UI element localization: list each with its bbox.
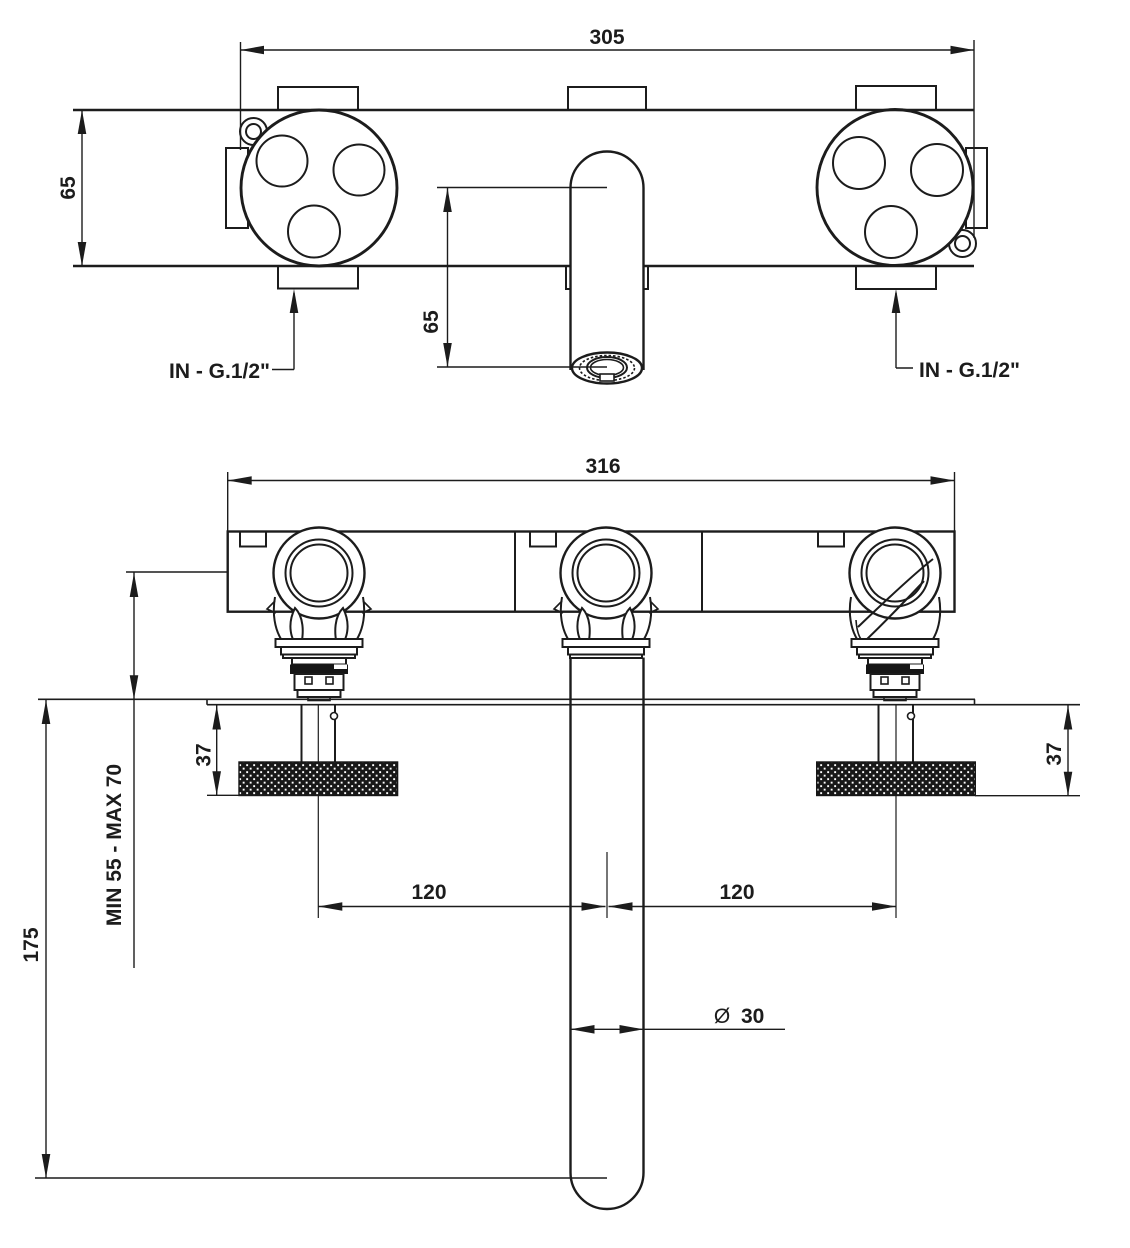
inlet-label-right: IN - G.1/2" bbox=[891, 289, 1020, 382]
knurled-knob-left bbox=[238, 761, 399, 797]
dim-mounting-depth: MIN 55 - MAX 70 bbox=[103, 571, 228, 968]
handle-right bbox=[816, 704, 977, 797]
front-view: 316 37 37 MIN 55 - MAX 70 175 bbox=[20, 455, 1080, 1211]
dim-label-120-left: 120 bbox=[411, 881, 446, 904]
dim-spacing-left: 120 bbox=[318, 881, 606, 911]
tab-bottom-center bbox=[565, 266, 649, 290]
dim-handle-depth-right: 37 bbox=[975, 704, 1080, 797]
dim-label-316: 316 bbox=[585, 455, 620, 478]
tab-bottom-right bbox=[855, 265, 937, 290]
top-view-body bbox=[73, 85, 988, 290]
wall-plate bbox=[38, 698, 1080, 706]
dim-label-37-left: 37 bbox=[193, 743, 216, 766]
set-screw-right bbox=[906, 711, 916, 721]
dim-label-120-right: 120 bbox=[719, 881, 754, 904]
front-view-body bbox=[38, 526, 1080, 1211]
diameter-symbol: Ø bbox=[714, 1005, 730, 1028]
dim-spacing-right: 120 bbox=[608, 881, 896, 911]
tab-top-center bbox=[567, 86, 647, 111]
handle-left bbox=[238, 704, 399, 797]
valve-left bbox=[265, 526, 373, 702]
axis-centerlines bbox=[317, 795, 897, 918]
dim-spout-reach: 65 bbox=[420, 186, 607, 368]
dim-spout-diameter: Ø 30 bbox=[570, 1005, 785, 1034]
inlet-right-text: IN - G.1/2" bbox=[919, 359, 1020, 382]
dim-overall-width-top: 305 bbox=[239, 26, 975, 238]
aerator bbox=[570, 351, 644, 385]
dim-label-min-max: MIN 55 - MAX 70 bbox=[103, 764, 126, 926]
dim-label-175: 175 bbox=[20, 927, 43, 962]
knurled-knob-right bbox=[816, 761, 977, 797]
tab-bottom-left bbox=[277, 265, 359, 290]
dim-wall-to-tip: 175 bbox=[20, 699, 607, 1179]
dim-handle-depth-left: 37 bbox=[193, 704, 322, 796]
dim-label-30: 30 bbox=[741, 1005, 764, 1028]
inlet-left-text: IN - G.1/2" bbox=[169, 360, 270, 383]
tab-top-right bbox=[855, 85, 937, 111]
valve-center bbox=[552, 526, 660, 659]
body-notches bbox=[239, 530, 845, 548]
rosette-holes bbox=[255, 134, 964, 259]
top-view-spout bbox=[569, 150, 645, 385]
dim-overall-width-front: 316 bbox=[227, 455, 956, 531]
dim-label-37-right: 37 bbox=[1043, 742, 1066, 765]
tab-top-left bbox=[277, 86, 359, 111]
spout-tube-front bbox=[569, 657, 645, 1211]
inlet-label-left: IN - G.1/2" bbox=[169, 289, 299, 383]
dim-label-65-left: 65 bbox=[57, 176, 80, 200]
dim-body-depth: 65 bbox=[57, 110, 87, 266]
body-outline-lines bbox=[73, 108, 974, 268]
dim-label-305: 305 bbox=[589, 26, 624, 49]
top-view: 305 65 65 IN - G.1/2" IN - G.1/2" bbox=[57, 26, 1020, 385]
body-seams bbox=[514, 531, 703, 612]
spout-tube-plan bbox=[569, 150, 645, 370]
ear-hole-right bbox=[954, 235, 971, 252]
dim-label-65-spout: 65 bbox=[420, 310, 443, 334]
ear-hole-left bbox=[245, 123, 262, 140]
set-screw-left bbox=[329, 711, 339, 721]
valve-right bbox=[848, 526, 942, 702]
